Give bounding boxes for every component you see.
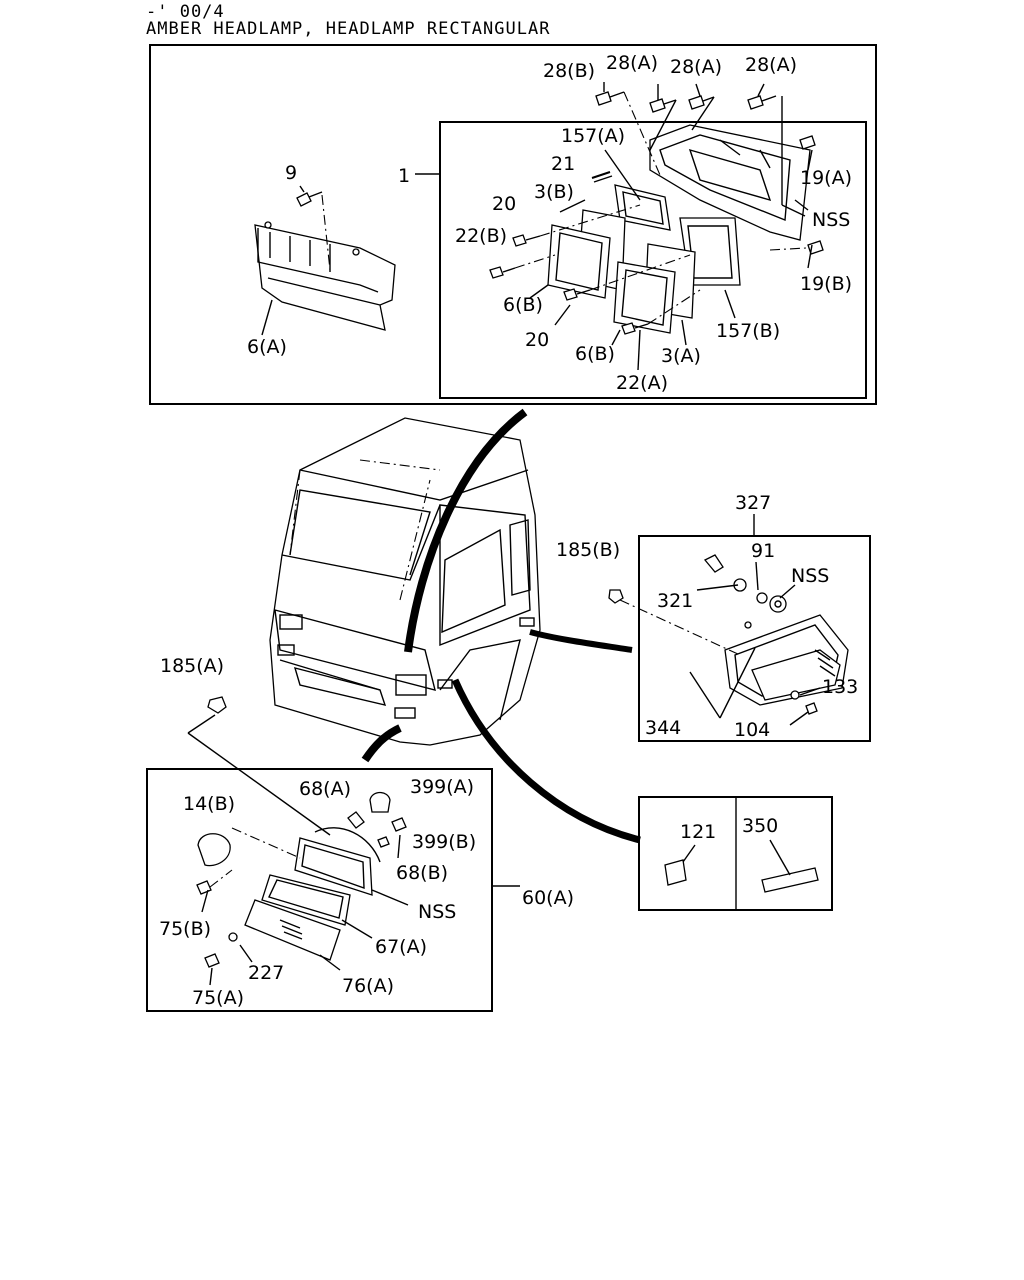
label-19b: 19(B) [800, 273, 852, 295]
part-labels: 28(B) 28(A) 28(A) 28(A) 157(A) 21 3(B) 2… [159, 52, 858, 1009]
label-399b: 399(B) [412, 831, 476, 853]
label-28a-1: 28(A) [606, 52, 658, 74]
screws-28-drawing [595, 82, 783, 205]
label-350: 350 [742, 815, 778, 837]
label-6b-1: 6(B) [503, 294, 543, 316]
label-28a-2: 28(A) [670, 56, 722, 78]
label-20-lower: 20 [525, 329, 549, 351]
screws-19-drawing [769, 135, 824, 269]
clips-panel [638, 796, 833, 911]
label-91: 91 [751, 540, 775, 562]
label-21: 21 [551, 153, 575, 175]
housing-6a-drawing [254, 221, 396, 336]
front-lamp-panel [146, 696, 520, 1012]
label-1: 1 [398, 165, 410, 187]
small-screws-drawing [489, 171, 701, 335]
label-133: 133 [822, 676, 858, 698]
header-title: AMBER HEADLAMP, HEADLAMP RECTANGULAR [146, 19, 551, 39]
header-code: -' 00/4 [146, 2, 225, 22]
label-185b: 185(B) [556, 539, 620, 561]
label-22b: 22(B) [455, 225, 507, 247]
label-3a: 3(A) [661, 345, 701, 367]
side-lamp-panel [608, 514, 871, 742]
label-327: 327 [735, 492, 771, 514]
label-67a: 67(A) [375, 936, 427, 958]
label-28b: 28(B) [543, 60, 595, 82]
label-121: 121 [680, 821, 716, 843]
label-60a: 60(A) [522, 887, 574, 909]
bracket-drawing [649, 124, 811, 241]
top-leaders [529, 149, 806, 371]
headlamp-assembly-panel [149, 44, 877, 405]
label-22a: 22(A) [616, 372, 668, 394]
label-14b: 14(B) [183, 793, 235, 815]
label-9: 9 [285, 162, 297, 184]
label-6b-2: 6(B) [575, 343, 615, 365]
screw-9-drawing [296, 185, 331, 271]
label-185a: 185(A) [160, 655, 224, 677]
label-20-upper: 20 [492, 193, 516, 215]
label-nss-side: NSS [791, 565, 829, 587]
label-6a: 6(A) [247, 336, 287, 358]
label-nss-front: NSS [418, 901, 456, 923]
label-nss-top: NSS [812, 209, 850, 231]
label-157b: 157(B) [716, 320, 780, 342]
label-28a-3: 28(A) [745, 54, 797, 76]
label-321: 321 [657, 590, 693, 612]
label-76a: 76(A) [342, 975, 394, 997]
label-75a: 75(A) [192, 987, 244, 1009]
label-3b: 3(B) [534, 181, 574, 203]
label-104: 104 [734, 719, 770, 741]
label-399a: 399(A) [410, 776, 474, 798]
label-157a: 157(A) [561, 125, 625, 147]
diagram-header: -' 00/4 AMBER HEADLAMP, HEADLAMP RECTANG… [146, 4, 550, 38]
truck-cab-drawing [269, 408, 641, 844]
label-19a: 19(A) [800, 167, 852, 189]
label-68b: 68(B) [396, 862, 448, 884]
label-227: 227 [248, 962, 284, 984]
lamp-units-drawing [547, 184, 741, 334]
label-344: 344 [645, 717, 681, 739]
label-75b: 75(B) [159, 918, 211, 940]
label-68a: 68(A) [299, 778, 351, 800]
